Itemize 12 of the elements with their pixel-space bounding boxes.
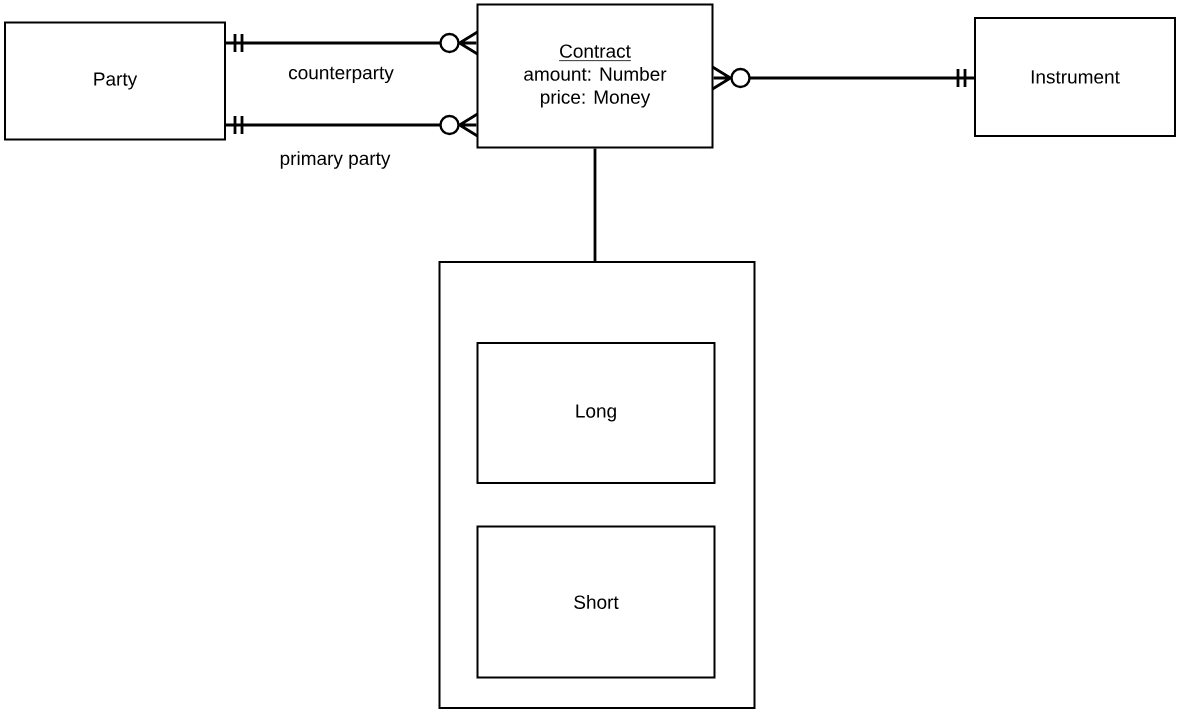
- entity-box: Contract amount: Number price: Money: [476, 3, 714, 149]
- relationship-line: [711, 65, 976, 91]
- relationship-line: [224, 30, 479, 56]
- connector-line: [593, 148, 597, 261]
- subtype-box: Short: [476, 525, 716, 679]
- entity-box: Party: [4, 21, 226, 141]
- relationship-line: [224, 112, 479, 138]
- subtype-box: Long: [476, 342, 716, 484]
- edge-label: counterparty: [286, 64, 396, 86]
- container-box: [438, 261, 756, 709]
- edge-label: primary party: [277, 149, 393, 171]
- entity-box: Instrument: [974, 17, 1176, 137]
